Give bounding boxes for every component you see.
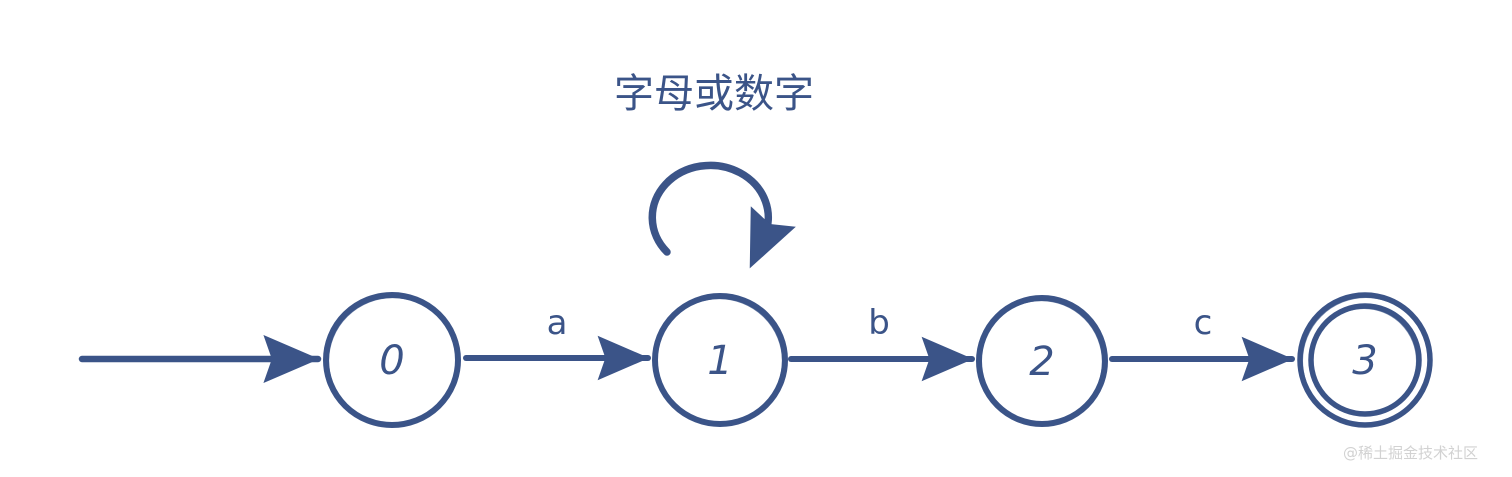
- state-label-0: 0: [379, 338, 404, 384]
- transition-label-c: c: [1194, 303, 1213, 343]
- state-label-3: 3: [1352, 338, 1377, 384]
- transition-2-to-3: c: [1109, 303, 1295, 382]
- state-node-2[interactable]: 2: [976, 295, 1108, 427]
- transition-0-to-1: a: [463, 303, 651, 381]
- state-circle-3-outer-sketch: [1301, 296, 1431, 426]
- state-node-1[interactable]: 1: [652, 293, 788, 427]
- state-node-3[interactable]: 3: [1297, 292, 1433, 428]
- state-circle-2-sketch: [977, 298, 1105, 426]
- state-circle-3-inner-sketch: [1310, 307, 1418, 415]
- self-loop-arrow: [648, 161, 796, 269]
- self-loop-label: 字母或数字: [614, 71, 814, 117]
- state-circle-0-sketch: [326, 295, 460, 427]
- watermark: @稀土掘金技术社区: [1343, 444, 1478, 462]
- state-label-1: 1: [707, 338, 732, 384]
- transition-label-a: a: [547, 303, 568, 343]
- transition-1-to-2: b: [788, 303, 975, 382]
- state-node-0[interactable]: 0: [323, 292, 461, 428]
- state-circle-1-sketch: [653, 296, 785, 426]
- state-label-2: 2: [1029, 339, 1054, 385]
- transition-label-b: b: [868, 303, 890, 343]
